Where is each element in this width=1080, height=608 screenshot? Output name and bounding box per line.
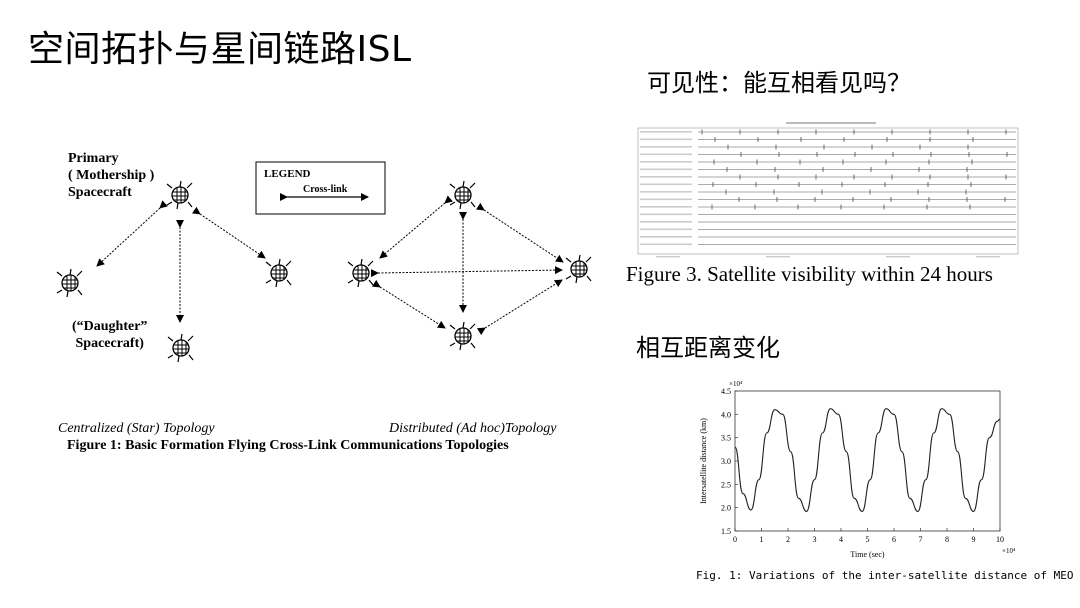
x-tick-label: 6 (892, 535, 896, 544)
y-tick-label: 4.5 (721, 387, 731, 396)
x-tick-label: 9 (972, 535, 976, 544)
x-tick-label: 10 (996, 535, 1004, 544)
timeline-axis-label (656, 256, 680, 258)
timeline-row-label (640, 161, 692, 163)
visibility-timeline (637, 122, 1019, 258)
x-tick-label: 4 (839, 535, 843, 544)
timeline-axis-label (886, 256, 910, 258)
daughter-label: (“Daughter” Spacecraft) (72, 319, 148, 351)
timeline-row-label (640, 131, 692, 133)
figure1: Primary ( Mothership ) Spacecraft (“Daug… (0, 140, 600, 470)
distributed-topology (347, 180, 592, 351)
crosslink-arrow (475, 202, 564, 263)
centralized-caption: Centralized (Star) Topology (58, 421, 215, 436)
centralized-topology (56, 180, 292, 363)
y-tick-label: 2.5 (721, 480, 731, 489)
y-tick-label: 1.5 (721, 527, 731, 536)
distributed-caption: Distributed (Ad hoc)Topology (389, 421, 557, 436)
daughter-satellite-left-icon (56, 268, 83, 298)
timeline-title-mark (786, 122, 876, 124)
crosslink-arrow (191, 206, 266, 259)
y-tick-label: 4.0 (721, 410, 731, 419)
y-tick-label: 3.5 (721, 434, 731, 443)
timeline-row-label (640, 183, 692, 186)
timeline-axis-label (766, 256, 790, 258)
timeline-row-label (640, 138, 692, 141)
x-tick-label: 3 (813, 535, 817, 544)
x-tick-label: 2 (786, 535, 790, 544)
timeline-row-label (640, 236, 692, 238)
timeline-row-label (640, 176, 692, 178)
timeline-row-label (640, 243, 692, 246)
distance-heading: 相互距离变化 (636, 334, 780, 362)
y-tick-label: 3.0 (721, 457, 731, 466)
x-tick-label: 5 (866, 535, 870, 544)
topology-diagram (56, 161, 592, 363)
visibility-heading: 可见性：能互相看见吗？ (647, 69, 911, 97)
primary-label: Primary ( Mothership ) Spacecraft (68, 151, 155, 200)
x-multiplier: ×10⁴ (1002, 547, 1016, 555)
timeline-frame (637, 127, 1019, 255)
crosslink-arrow (370, 266, 563, 278)
x-tick-label: 1 (760, 535, 764, 544)
figure1-caption: Figure 1: Basic Formation Flying Cross-L… (67, 438, 509, 453)
x-tick-label: 8 (945, 535, 949, 544)
crosslink-arrow (96, 200, 168, 267)
y-tick-label: 2.0 (721, 504, 731, 513)
crosslink-arrow (371, 279, 446, 329)
primary-satellite-icon (166, 180, 193, 210)
satellite-right-icon (565, 254, 592, 284)
timeline-row-label (640, 228, 692, 231)
legend-title: LEGEND (264, 168, 311, 180)
timeline-row-label (640, 206, 692, 208)
timeline-row-label (640, 191, 692, 193)
distance-series-line (734, 408, 1001, 512)
satellite-bottom-icon (449, 321, 476, 351)
timeline-axis-label (976, 256, 1000, 258)
y-axis-label: Intersatellite distance (km) (699, 418, 708, 504)
x-axis-label: Time (sec) (850, 550, 884, 559)
slide-title: 空间拓扑与星间链路ISL (28, 29, 412, 70)
daughter-satellite-right-icon (265, 258, 292, 288)
timeline-row-label (640, 168, 692, 171)
crosslink-arrow (476, 279, 563, 336)
timeline-row-label (640, 221, 692, 223)
x-tick-label: 0 (733, 535, 737, 544)
figure3-caption: Figure 3. Satellite visibility within 24… (626, 262, 993, 286)
distance-chart-caption: Fig. 1: Variations of the inter-satellit… (696, 569, 1074, 582)
legend-box (255, 161, 386, 215)
crosslink-arrow (379, 195, 453, 259)
timeline-row-label (640, 198, 692, 201)
legend-item-label: Cross-link (303, 184, 348, 195)
y-multiplier: ×10⁴ (729, 380, 743, 388)
satellite-top-icon (449, 180, 476, 210)
visibility-figure (636, 120, 1022, 260)
timeline-row-label (640, 213, 692, 216)
satellite-left-icon (347, 258, 374, 288)
x-tick-label: 7 (919, 535, 923, 544)
daughter-satellite-bottom-icon (167, 333, 194, 363)
timeline-row-label (640, 153, 692, 156)
timeline-row-label (640, 146, 692, 148)
